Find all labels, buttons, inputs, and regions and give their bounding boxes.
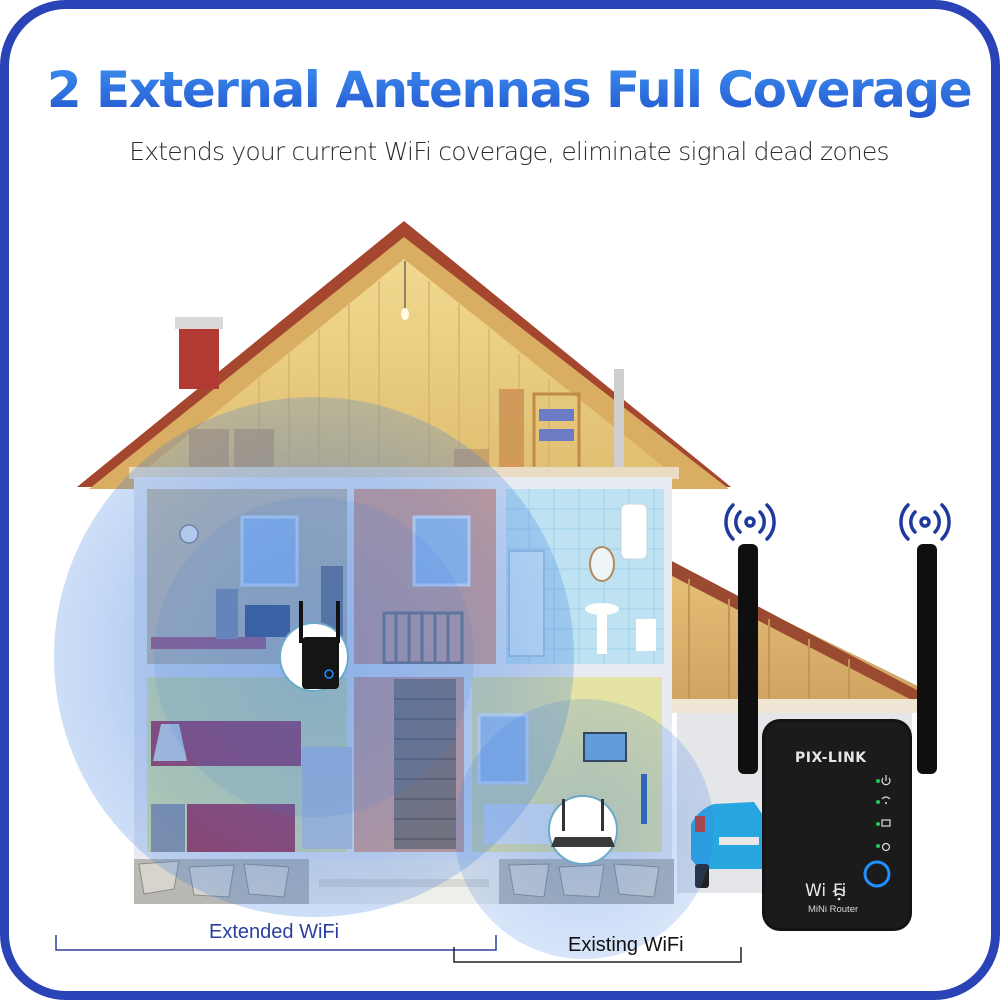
existing-wifi-label: Existing WiFi xyxy=(568,934,684,956)
pix-link-extender xyxy=(738,544,937,931)
product-brand: PIX-LINK xyxy=(795,750,867,766)
house-illustration xyxy=(54,221,951,963)
page-title: 2 External Antennas Full Coverage xyxy=(9,61,991,119)
signal-icon-right xyxy=(899,503,951,541)
page-subtitle: Extends your current WiFi coverage, elim… xyxy=(129,137,889,166)
antenna-left xyxy=(738,544,758,774)
legend-existing-bracket xyxy=(453,947,742,963)
wifi-logo: Wi Fi xyxy=(805,881,847,901)
product-model: MiNi Router xyxy=(808,904,859,915)
extended-wifi-label: Extended WiFi xyxy=(209,921,340,943)
indicator-wifi xyxy=(876,796,891,804)
antenna-right xyxy=(917,544,937,774)
indicator-lan xyxy=(876,819,891,827)
extender-inset xyxy=(279,601,349,692)
signal-icon-left xyxy=(724,503,776,541)
legend-extended-bracket xyxy=(55,935,497,951)
router-inset xyxy=(548,795,618,865)
indicator-wps xyxy=(876,842,891,852)
indicator-power xyxy=(876,775,891,786)
wps-button xyxy=(863,860,891,888)
chimney xyxy=(179,327,219,389)
